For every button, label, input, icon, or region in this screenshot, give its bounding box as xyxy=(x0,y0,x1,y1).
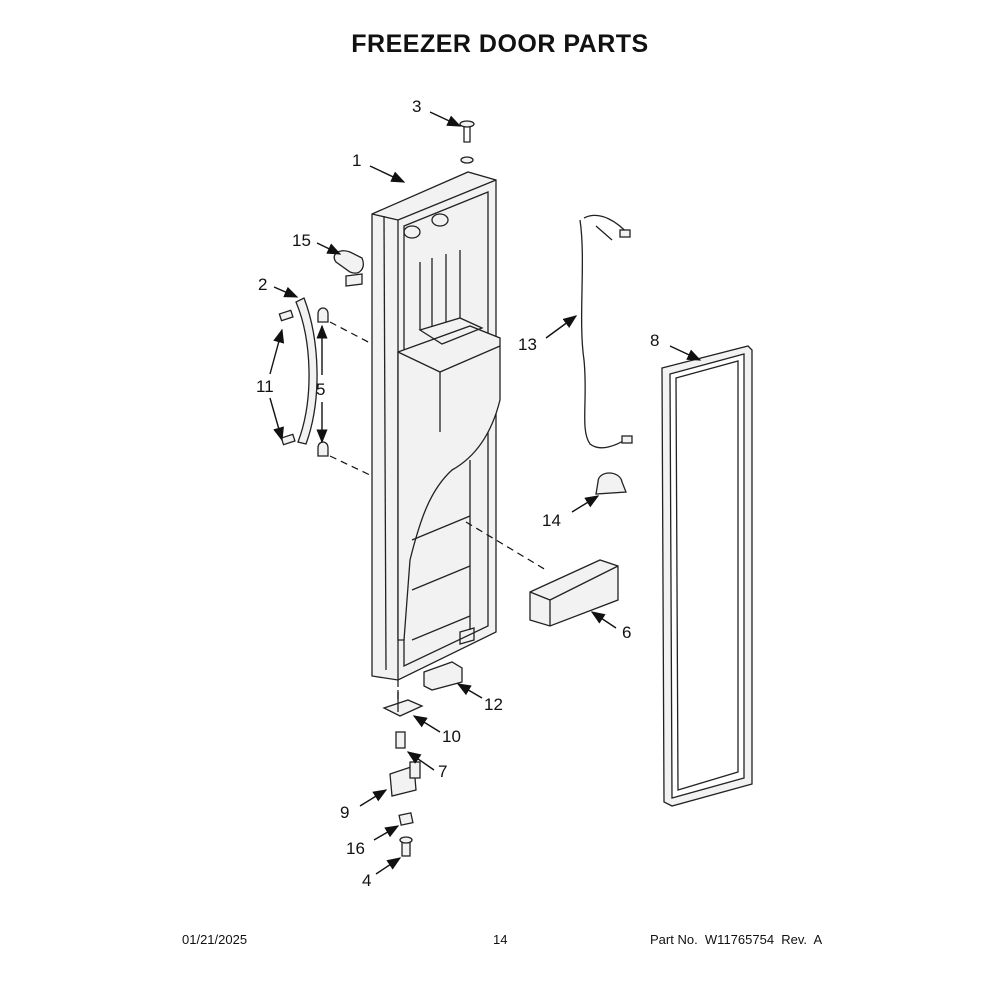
callout-14: 14 xyxy=(542,511,561,530)
wire-harness-part[interactable] xyxy=(579,214,633,449)
footer-page-number: 14 xyxy=(493,932,508,947)
callout-15: 15 xyxy=(292,231,311,250)
callout-13: 13 xyxy=(518,335,537,354)
clip-part-15[interactable] xyxy=(333,250,364,287)
alignment-line-handle-top xyxy=(329,321,373,345)
callout-8: 8 xyxy=(650,331,659,350)
hinge-part-9[interactable] xyxy=(389,761,421,797)
hinge-bushing-part[interactable] xyxy=(382,690,424,717)
alignment-line-bin xyxy=(465,521,547,571)
callout-7: 7 xyxy=(438,762,447,781)
end-cap-top[interactable] xyxy=(317,307,329,323)
clamp-part-14[interactable] xyxy=(595,472,627,495)
door-liner-part[interactable] xyxy=(371,171,501,681)
door-gasket-part[interactable] xyxy=(661,345,753,807)
end-cap-bottom[interactable] xyxy=(317,441,329,457)
footer-date: 01/21/2025 xyxy=(182,932,248,947)
callout-12: 12 xyxy=(484,695,503,714)
callout-9: 9 xyxy=(340,803,349,822)
callout-4: 4 xyxy=(362,871,371,890)
handle-part[interactable] xyxy=(295,297,318,445)
door-bin-part[interactable] xyxy=(529,559,619,627)
callout-1: 1 xyxy=(352,151,361,170)
callout-16: 16 xyxy=(346,839,365,858)
hinge-screw-part-7[interactable] xyxy=(395,731,406,749)
callout-2: 2 xyxy=(258,275,267,294)
page-title: FREEZER DOOR PARTS xyxy=(351,30,649,58)
spacer-part-16[interactable] xyxy=(398,812,414,826)
handle-screw-top[interactable] xyxy=(278,309,294,322)
bracket-part-12[interactable] xyxy=(423,661,463,691)
leader-arrows xyxy=(269,111,702,875)
alignment-line-handle-bottom xyxy=(329,455,373,477)
callout-5: 5 xyxy=(316,380,325,399)
callout-3: 3 xyxy=(412,97,421,116)
footer-part-number: Part No. W11765754 Rev. A xyxy=(650,932,823,947)
callout-11: 11 xyxy=(256,377,274,396)
callout-6: 6 xyxy=(622,623,631,642)
handle-screw-bottom[interactable] xyxy=(280,433,296,446)
top-screw-part[interactable] xyxy=(459,120,475,164)
bottom-screw-part[interactable] xyxy=(399,836,413,857)
callout-10: 10 xyxy=(442,727,461,746)
